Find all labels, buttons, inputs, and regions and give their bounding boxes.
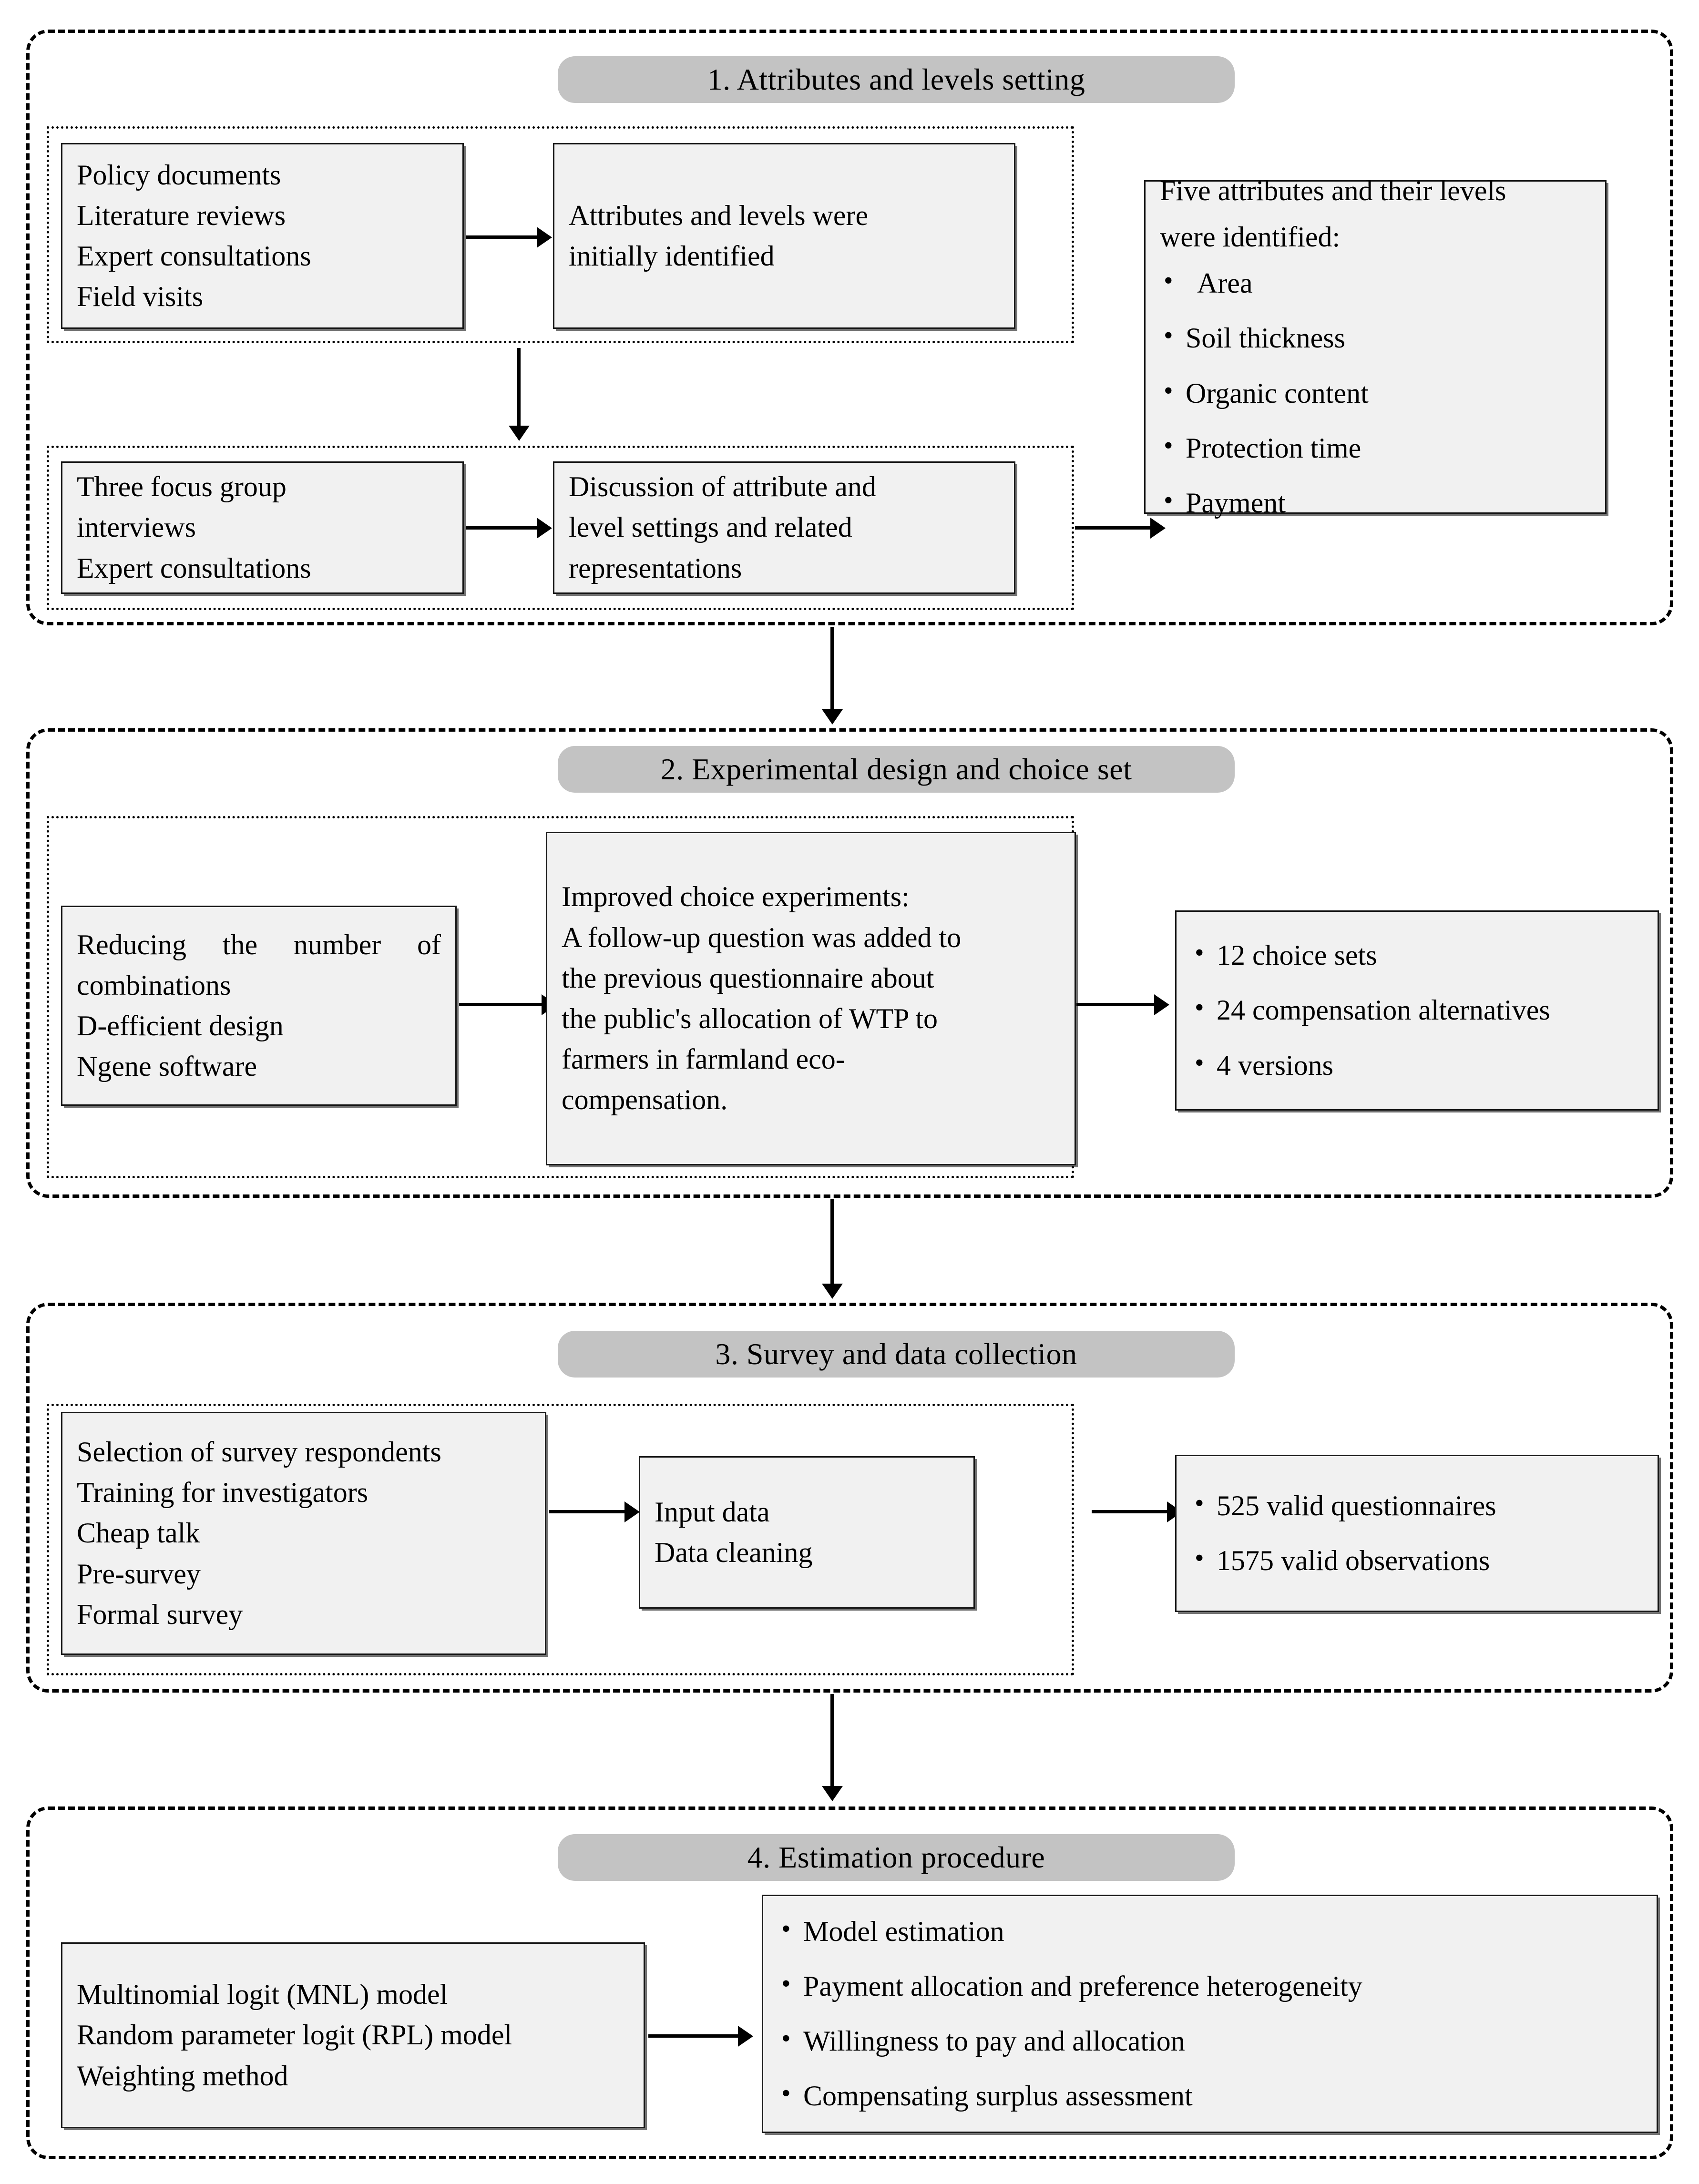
box-line: Literature reviews bbox=[77, 199, 286, 231]
stage-3-group-a bbox=[47, 1404, 1074, 1675]
list-item: Model estimation bbox=[778, 1910, 1642, 1952]
stage-1-group-a bbox=[47, 126, 1074, 343]
box-line: the previous questionnaire about bbox=[562, 962, 934, 994]
stage-3-title: 3. Survey and data collection bbox=[558, 1331, 1235, 1378]
box-focus-groups: Three focus group interviews Expert cons… bbox=[61, 461, 464, 594]
list-item: 24 compensation alternatives bbox=[1191, 989, 1643, 1031]
box-line: Policy documents bbox=[77, 159, 281, 191]
choice-set-output-list: 12 choice sets 24 compensation alternati… bbox=[1191, 934, 1643, 1086]
box-line: compensation. bbox=[562, 1084, 728, 1116]
stage-1-group-b bbox=[47, 446, 1074, 610]
box-line: Training for investigators bbox=[77, 1477, 368, 1509]
list-item: 525 valid questionnaires bbox=[1191, 1485, 1643, 1526]
arrow-design-to-improved bbox=[459, 1003, 542, 1006]
stage-4-container bbox=[26, 1806, 1673, 2159]
box-survey-steps: Selection of survey respondents Training… bbox=[61, 1412, 546, 1655]
box-line: farmers in farmland eco- bbox=[562, 1043, 845, 1075]
box-line: Selection of survey respondents bbox=[77, 1436, 441, 1468]
box-line: Attributes and levels were bbox=[569, 199, 869, 231]
arrow-discussion-to-outcome bbox=[1075, 526, 1151, 530]
survey-output-list: 525 valid questionnaires 1575 valid obse… bbox=[1191, 1485, 1643, 1581]
arrow-data-entry-to-outcome bbox=[1092, 1510, 1168, 1513]
list-item: Payment bbox=[1160, 482, 1591, 523]
box-line: representations bbox=[569, 552, 742, 584]
box-line: Formal survey bbox=[77, 1598, 243, 1630]
arrow-survey-to-data-entry bbox=[549, 1510, 625, 1513]
arrow-focus-to-discussion bbox=[466, 526, 538, 530]
list-item: 12 choice sets bbox=[1191, 934, 1643, 976]
stage-1-container bbox=[26, 30, 1673, 625]
box-line: Input data bbox=[655, 1496, 770, 1528]
box-models: Multinomial logit (MNL) model Random par… bbox=[61, 1942, 645, 2128]
list-item: Payment allocation and preference hetero… bbox=[778, 1965, 1642, 2007]
box-design-method: Reducing the number of combinations D-ef… bbox=[61, 906, 457, 1106]
box-paragraph: Reducing the number of combinations bbox=[77, 929, 441, 1001]
box-line: Expert consultations bbox=[77, 552, 311, 584]
box-line: Ngene software bbox=[77, 1051, 257, 1082]
arrow-group-a-to-group-b bbox=[517, 348, 521, 427]
arrow-models-to-outcome bbox=[648, 2034, 739, 2038]
box-line: A follow-up question was added to bbox=[562, 921, 962, 953]
box-line: Data cleaning bbox=[655, 1537, 813, 1568]
list-item: 1575 valid observations bbox=[1191, 1540, 1643, 1581]
box-line: Field visits bbox=[77, 281, 204, 313]
list-item: Soil thickness bbox=[1160, 317, 1591, 358]
box-estimation-output: Model estimation Payment allocation and … bbox=[762, 1895, 1658, 2133]
list-item: 4 versions bbox=[1191, 1044, 1643, 1086]
stage-4-title: 4. Estimation procedure bbox=[558, 1834, 1235, 1881]
box-initial-identification: Attributes and levels were initially ide… bbox=[553, 143, 1015, 329]
box-line: the public's allocation of WTP to bbox=[562, 1003, 938, 1034]
box-line: Multinomial logit (MNL) model bbox=[77, 1979, 448, 2011]
list-item: Organic content bbox=[1160, 372, 1591, 414]
arrow-stage3-to-stage4 bbox=[830, 1694, 834, 1787]
box-line: interviews bbox=[77, 511, 196, 543]
list-item: Area bbox=[1160, 262, 1591, 304]
box-discussion: Discussion of attribute and level settin… bbox=[553, 461, 1015, 594]
list-item: Compensating surplus assessment bbox=[778, 2075, 1642, 2116]
stage-2-container bbox=[26, 728, 1673, 1198]
box-line: Pre-survey bbox=[77, 1558, 201, 1590]
box-line: Weighting method bbox=[77, 2060, 288, 2092]
box-improved-ce: Improved choice experiments: A follow-up… bbox=[546, 832, 1076, 1165]
box-line: D-efficient design bbox=[77, 1010, 284, 1041]
box-line: Three focus group bbox=[77, 471, 287, 503]
stage-1-title: 1. Attributes and levels setting bbox=[558, 56, 1235, 103]
list-item: Willingness to pay and allocation bbox=[778, 2020, 1642, 2062]
box-survey-output: 525 valid questionnaires 1575 valid obse… bbox=[1175, 1455, 1659, 1612]
arrow-improved-to-outcome bbox=[1076, 1003, 1155, 1006]
list-item: Protection time bbox=[1160, 427, 1591, 469]
box-line: Random parameter logit (RPL) model bbox=[77, 2019, 512, 2051]
outcome-lead-line: Five attributes and their levels bbox=[1160, 174, 1506, 206]
arrow-sources-to-initial bbox=[466, 235, 538, 239]
five-attributes-list: Area Soil thickness Organic content Prot… bbox=[1160, 262, 1591, 523]
stage-2-title: 2. Experimental design and choice set bbox=[558, 746, 1235, 793]
box-data-entry: Input data Data cleaning bbox=[639, 1456, 975, 1609]
outcome-lead-line: were identified: bbox=[1160, 221, 1341, 253]
box-line: initially identified bbox=[569, 240, 775, 272]
box-line: Discussion of attribute and bbox=[569, 471, 876, 503]
box-line: level settings and related bbox=[569, 511, 852, 543]
estimation-output-list: Model estimation Payment allocation and … bbox=[778, 1910, 1642, 2117]
arrow-stage1-to-stage2 bbox=[830, 627, 834, 710]
stage-3-container bbox=[26, 1303, 1673, 1693]
box-choice-set-output: 12 choice sets 24 compensation alternati… bbox=[1175, 910, 1659, 1111]
box-line: Improved choice experiments: bbox=[562, 881, 910, 913]
box-line: Expert consultations bbox=[77, 240, 311, 272]
arrow-stage2-to-stage3 bbox=[830, 1199, 834, 1285]
box-line: Cheap talk bbox=[77, 1517, 200, 1549]
box-five-attributes: Five attributes and their levels were id… bbox=[1144, 175, 1607, 520]
box-sources: Policy documents Literature reviews Expe… bbox=[61, 143, 464, 329]
